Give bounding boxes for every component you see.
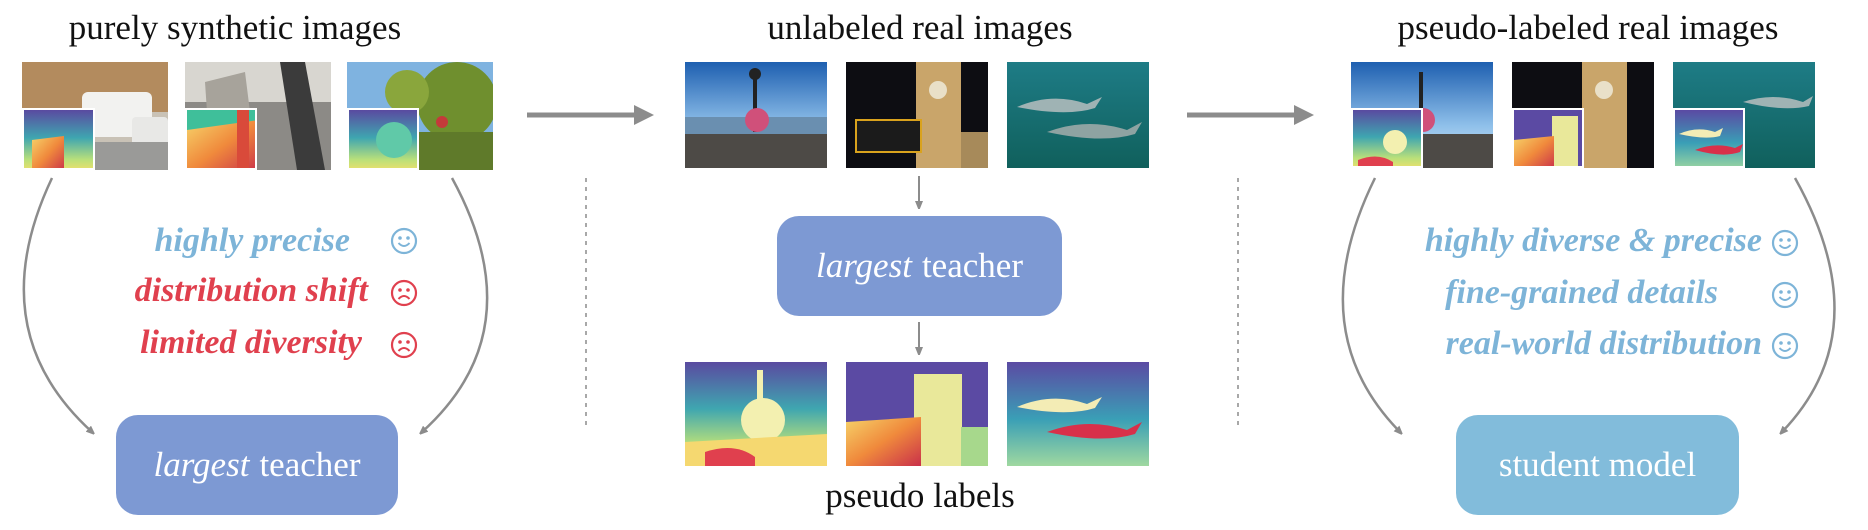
synthetic-image-foliage xyxy=(347,62,493,170)
left-property-3: limited diversity xyxy=(140,324,362,361)
smile-icon xyxy=(1771,229,1799,257)
pseudo-label-sharks xyxy=(1007,362,1149,466)
right-property-1: highly diverse & precise xyxy=(1424,222,1762,259)
smile-icon xyxy=(1771,332,1799,360)
student-model-box: student model xyxy=(1456,415,1739,515)
real-image-lakeside xyxy=(685,62,827,168)
pseudo-labeled-lakeside xyxy=(1351,62,1493,168)
left-property-2: distribution shift xyxy=(134,272,368,309)
teacher-emphasis: largest xyxy=(816,246,912,285)
pseudo-label-inset-3 xyxy=(1673,108,1745,168)
pseudo-label-lakeside xyxy=(685,362,827,466)
real-image-sharks xyxy=(1007,62,1149,168)
pseudo-label-inset-2 xyxy=(1512,108,1584,168)
pseudo-label-clocktower xyxy=(846,362,988,466)
smile-icon xyxy=(390,227,418,255)
left-teacher-box: largest teacher xyxy=(116,415,398,515)
synthetic-depth-inset-3 xyxy=(347,108,419,170)
right-property-3: real-world distribution xyxy=(1445,325,1762,362)
synthetic-image-interior xyxy=(22,62,168,170)
frown-icon xyxy=(390,279,418,307)
left-property-1: highly precise xyxy=(154,222,350,259)
curve-arrow-left-a xyxy=(22,177,92,432)
smile-icon xyxy=(1771,281,1799,309)
curve-arrow-left-b xyxy=(422,177,489,432)
teacher-emphasis: largest xyxy=(153,445,250,484)
synthetic-image-industrial xyxy=(185,62,331,170)
pseudo-labels-caption: pseudo labels xyxy=(825,476,1015,515)
middle-teacher-box: largest teacher xyxy=(777,216,1062,316)
pseudo-labeled-clocktower xyxy=(1512,62,1654,168)
teacher-label: teacher xyxy=(921,246,1023,285)
pseudo-label-inset-1 xyxy=(1351,108,1423,168)
teacher-label: teacher xyxy=(259,445,361,484)
student-label: student model xyxy=(1498,445,1697,484)
right-title: pseudo-labeled real images xyxy=(1397,8,1779,47)
frown-icon xyxy=(390,331,418,359)
synthetic-depth-inset-1 xyxy=(22,108,95,170)
pseudo-labeled-sharks xyxy=(1673,62,1815,168)
curve-arrow-right-a xyxy=(1341,177,1400,432)
synthetic-depth-inset-2 xyxy=(185,108,257,170)
left-title: purely synthetic images xyxy=(68,8,402,47)
middle-title: unlabeled real images xyxy=(767,8,1073,47)
real-image-clocktower xyxy=(846,62,988,168)
right-property-2: fine-grained details xyxy=(1445,274,1718,311)
